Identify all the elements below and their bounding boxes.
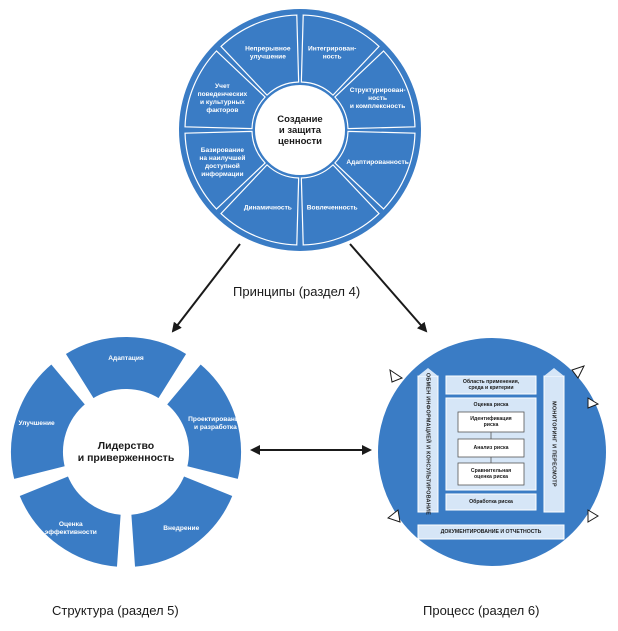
principle-label: Вовлеченность <box>307 204 358 211</box>
principle-segment <box>300 164 380 246</box>
scope-context-criteria-box <box>445 375 537 395</box>
risk-analysis-label: Анализ риска <box>474 445 509 451</box>
arrow-principles-to-framework <box>171 243 241 333</box>
cycle-arrow-marker <box>389 368 404 383</box>
principles-caption: Принципы (раздел 4) <box>233 284 361 299</box>
risk-treatment-label: Обработка риска <box>469 498 513 505</box>
process-circle: ОБМЕН ИНФОРМАЦИЕЙ И КОНСУЛЬТИРОВАНИЕ МОНИ… <box>378 338 606 566</box>
left-bar-arrow-top <box>418 368 438 376</box>
risk-assessment-title: Оценка риска <box>474 402 509 408</box>
right-bar-arrow-top <box>544 368 564 376</box>
framework-label: Внедрение <box>163 525 199 532</box>
principle-label: Динамичность <box>244 204 292 211</box>
principle-segment <box>300 14 380 96</box>
framework-segment <box>164 361 243 482</box>
scope-context-criteria-label: Область применения,среда и критерии <box>463 378 520 391</box>
framework-segment <box>63 335 189 401</box>
framework-caption: Структура (раздел 5) <box>52 603 179 618</box>
principle-segment <box>184 130 266 210</box>
principle-segment <box>334 130 416 210</box>
framework-center-hub <box>66 392 186 512</box>
cycle-arrow-marker <box>386 509 401 523</box>
principle-label: Интегрирован-ность <box>308 45 356 60</box>
principle-segment <box>184 50 266 130</box>
cycle-arrow-marker <box>587 397 600 409</box>
communication-consultation-label: ОБМЕН ИНФОРМАЦИЕЙ И КОНСУЛЬТИРОВАНИЕ <box>425 373 433 515</box>
arrow-principles-to-process <box>349 243 428 333</box>
framework-segment <box>129 473 235 569</box>
framework-label: Улучшение <box>19 420 55 427</box>
principles-center-hub <box>253 83 347 177</box>
principle-segment <box>220 14 300 96</box>
process-caption: Процесс (раздел 6) <box>423 603 540 618</box>
framework-segment <box>17 473 123 569</box>
risk-treatment-box <box>445 493 537 511</box>
monitoring-review-label: МОНИТОРИНГ И ПЕРЕСМОТР <box>551 401 557 487</box>
principle-segment <box>334 50 416 130</box>
cycle-arrow-marker <box>587 509 599 523</box>
recording-reporting-label: ДОКУМЕНТИРОВАНИЕ И ОТЧЕТНОСТЬ <box>441 529 542 535</box>
recording-reporting-bar <box>417 524 565 540</box>
framework-segment <box>9 361 88 482</box>
risk-evaluation-box <box>457 462 525 486</box>
framework-label: Адаптация <box>108 355 144 362</box>
principle-label: Адаптированность <box>346 159 408 166</box>
cycle-arrow-marker <box>571 365 585 379</box>
principle-segment <box>220 164 300 246</box>
